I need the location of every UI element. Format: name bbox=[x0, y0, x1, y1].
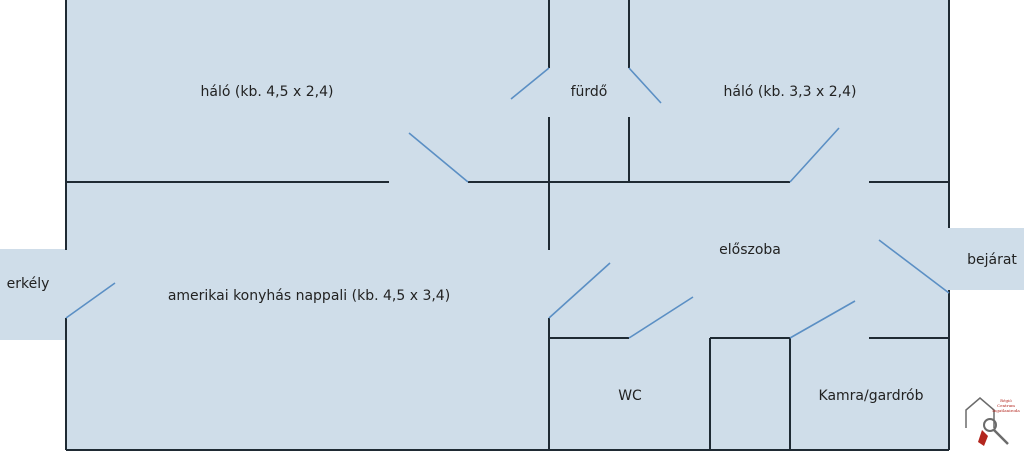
door-living-room bbox=[548, 262, 611, 319]
door-bathroom-right bbox=[628, 67, 662, 104]
floor-area bbox=[66, 0, 949, 450]
door-wc bbox=[628, 296, 694, 339]
logo-line2: Centrum bbox=[997, 403, 1015, 408]
door-left-bedroom bbox=[408, 132, 469, 183]
label-balcony: erkély bbox=[7, 276, 50, 292]
door-bathroom-left bbox=[510, 67, 550, 100]
label-bedroom-left: háló (kb. 4,5 x 2,4) bbox=[201, 84, 334, 100]
walls bbox=[65, 0, 950, 451]
logo-line1: Régió bbox=[1000, 398, 1012, 403]
door-entrance bbox=[878, 239, 950, 294]
logo-line3: Ingatlaniroda bbox=[992, 408, 1020, 413]
balcony-area bbox=[0, 249, 66, 340]
entrance-area bbox=[949, 228, 1024, 290]
label-entrance: bejárat bbox=[967, 252, 1017, 268]
door-balcony bbox=[65, 282, 116, 319]
house-key-icon: Régió Centrum Ingatlaniroda bbox=[965, 397, 1020, 446]
door-pantry bbox=[789, 300, 856, 339]
door-right-bedroom bbox=[789, 127, 840, 183]
label-bedroom-right: háló (kb. 3,3 x 2,4) bbox=[724, 84, 857, 100]
label-bathroom: fürdő bbox=[571, 84, 608, 100]
label-hallway: előszoba bbox=[719, 242, 781, 258]
label-wc: WC bbox=[618, 388, 642, 404]
doors bbox=[65, 67, 950, 339]
label-living-room: amerikai konyhás nappali (kb. 4,5 x 3,4) bbox=[168, 288, 450, 304]
label-pantry: Kamra/gardrób bbox=[819, 388, 924, 404]
